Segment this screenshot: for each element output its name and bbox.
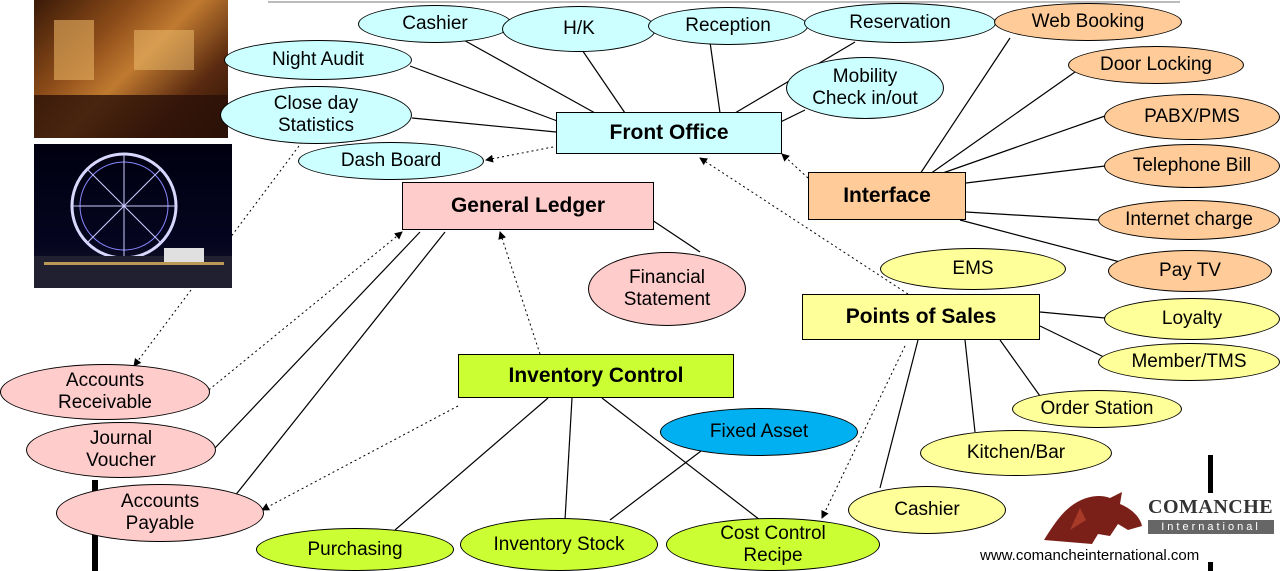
reception-ellipse[interactable]: Reception (648, 7, 808, 45)
line-door-locking (929, 71, 1076, 175)
interface-box[interactable]: Interface (808, 172, 966, 220)
arrow-fo-dashboard (485, 145, 559, 163)
accounts-payable-ellipse[interactable]: Accounts Payable (56, 484, 264, 542)
horse-head-icon (1044, 492, 1142, 544)
line-night-audit (409, 65, 561, 123)
door-locking-ellipse[interactable]: Door Locking (1068, 46, 1244, 84)
kitchen-bar-ellipse[interactable]: Kitchen/Bar (920, 430, 1112, 476)
mobility-checkin-ellipse[interactable]: Mobility Check in/out (786, 57, 944, 119)
line-fixed-asset (609, 447, 706, 521)
arrow-ar-gl (204, 231, 403, 394)
line-financial-statement (651, 219, 701, 253)
night-audit-ellipse[interactable]: Night Audit (224, 40, 412, 80)
cashier-pos-ellipse[interactable]: Cashier (848, 486, 1006, 534)
arrow-pos-costcontrol (821, 345, 906, 519)
right-bar-mark-bottom (1208, 562, 1213, 571)
order-station-ellipse[interactable]: Order Station (1012, 390, 1182, 428)
restaurant-photo (34, 0, 228, 138)
reservation-ellipse[interactable]: Reservation (804, 3, 996, 43)
front-office-box[interactable]: Front Office (556, 112, 782, 154)
journal-voucher-ellipse[interactable]: Journal Voucher (26, 422, 216, 478)
line-loyalty (1039, 311, 1106, 319)
line-member-tms (1039, 325, 1111, 361)
ferris-wheel-photo (34, 144, 232, 288)
pay-tv-ellipse[interactable]: Pay TV (1108, 250, 1272, 292)
fixed-asset-ellipse[interactable]: Fixed Asset (660, 408, 858, 456)
line-pabx (939, 115, 1106, 175)
line-reception (709, 41, 721, 114)
website-url[interactable]: www.comancheinternational.com (980, 547, 1200, 564)
line-close-day (411, 117, 557, 133)
line-kitchen-bar (964, 339, 976, 433)
right-bar-mark-top (1208, 455, 1213, 493)
financial-statement-ellipse[interactable]: Financial Statement (588, 252, 746, 326)
ems-ellipse[interactable]: EMS (880, 248, 1066, 290)
purchasing-ellipse[interactable]: Purchasing (256, 528, 454, 571)
arrow-inv-ap (261, 405, 459, 511)
line-journal-voucher (214, 231, 421, 449)
line-cashier-fo (459, 37, 596, 114)
line-web-booking (919, 37, 1011, 175)
line-purchasing (394, 397, 549, 531)
line-order-station (999, 339, 1041, 397)
member-tms-ellipse[interactable]: Member/TMS (1098, 343, 1280, 381)
accounts-receivable-ellipse[interactable]: Accounts Receivable (0, 364, 210, 420)
cost-control-recipe-ellipse[interactable]: Cost Control Recipe (666, 518, 880, 571)
line-cost-control (601, 397, 761, 521)
line-inventory-stock (564, 397, 573, 521)
web-booking-ellipse[interactable]: Web Booking (994, 3, 1182, 41)
cashier-fo-ellipse[interactable]: Cashier (358, 5, 512, 43)
points-of-sales-box[interactable]: Points of Sales (802, 294, 1040, 340)
internet-charge-ellipse[interactable]: Internet charge (1098, 200, 1280, 240)
general-ledger-box[interactable]: General Ledger (402, 182, 654, 230)
line-pay-tv (959, 219, 1121, 263)
arrow-inv-gl (498, 231, 541, 355)
inventory-control-box[interactable]: Inventory Control (458, 354, 734, 398)
line-hk (577, 43, 626, 114)
line-internet-charge (965, 211, 1099, 221)
close-day-statistics-ellipse[interactable]: Close day Statistics (220, 86, 412, 144)
hk-ellipse[interactable]: H/K (502, 6, 656, 52)
logo-sub: International (1148, 520, 1274, 534)
dash-board-ellipse[interactable]: Dash Board (298, 142, 484, 180)
arrow-interface-fo (781, 153, 809, 179)
line-cashier-pos (879, 339, 919, 489)
pabx-pms-ellipse[interactable]: PABX/PMS (1104, 94, 1280, 140)
telephone-bill-ellipse[interactable]: Telephone Bill (1104, 144, 1280, 188)
inventory-stock-ellipse[interactable]: Inventory Stock (460, 518, 658, 571)
loyalty-ellipse[interactable]: Loyalty (1104, 298, 1280, 340)
line-telephone-bill (965, 165, 1106, 184)
line-accounts-payable-gl (229, 231, 446, 503)
logo-name: COMANCHE (1148, 496, 1274, 518)
comanche-logo: COMANCHE International (1040, 488, 1280, 550)
arrow-pos-fo (699, 157, 909, 295)
